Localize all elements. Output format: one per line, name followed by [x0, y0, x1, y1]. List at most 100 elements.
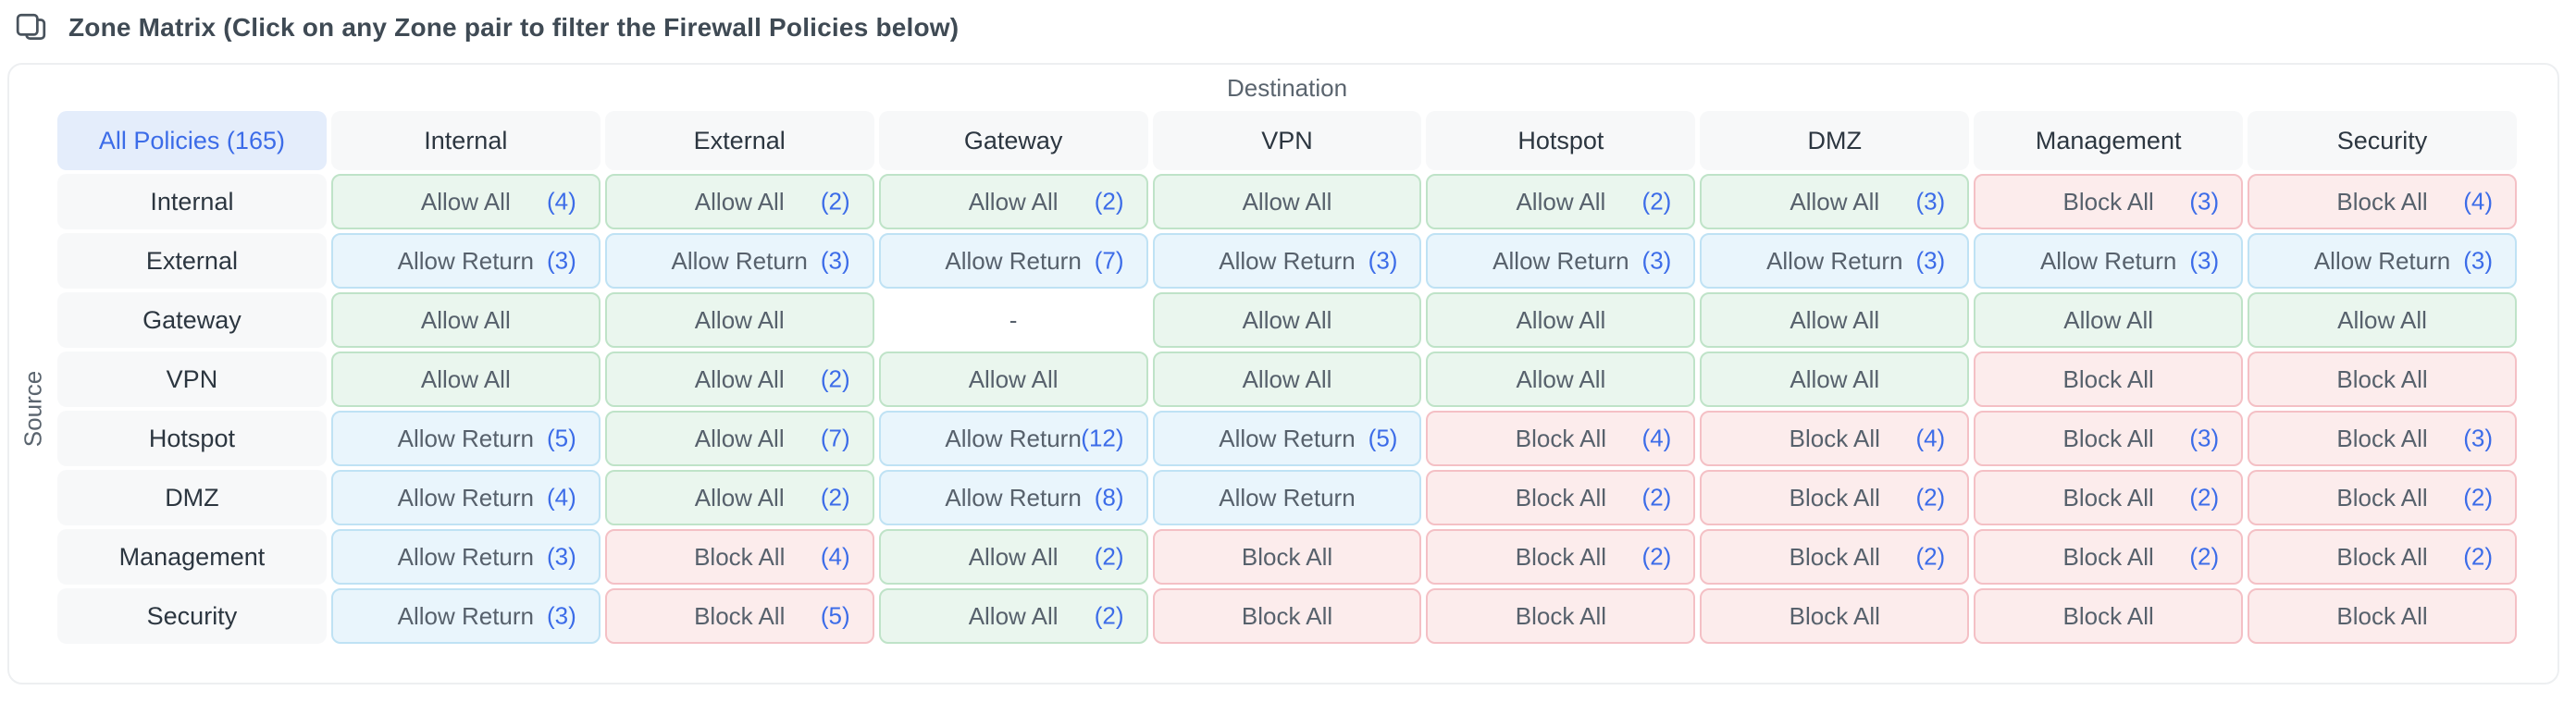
- zone-pair-dmz-dmz[interactable]: Block All(2): [1700, 470, 1970, 525]
- policy-count: (3): [820, 246, 850, 275]
- zone-pair-external-internal[interactable]: Allow Return(3): [330, 233, 601, 289]
- zone-pair-security-security[interactable]: Block All: [2248, 588, 2517, 644]
- zone-pair-dmz-security[interactable]: Block All(2): [2248, 470, 2517, 525]
- policy-count: (3): [2189, 187, 2220, 216]
- zone-pair-external-gateway[interactable]: Allow Return(7): [878, 233, 1148, 289]
- zone-pair-internal-vpn[interactable]: Allow All: [1152, 174, 1422, 229]
- policy-count: (3): [1641, 246, 1672, 275]
- cell-label: Allow All: [1242, 187, 1332, 216]
- policy-count: (4): [1915, 424, 1946, 452]
- zone-pair-vpn-dmz[interactable]: Allow All: [1700, 352, 1970, 407]
- cell-label: Block All: [1789, 542, 1880, 571]
- column-header-external: External: [604, 111, 874, 170]
- policy-count: (2): [2463, 542, 2493, 571]
- zone-pair-gateway-management[interactable]: Allow All: [1974, 292, 2244, 348]
- zone-pair-dmz-hotspot[interactable]: Block All(2): [1426, 470, 1696, 525]
- zone-pair-management-internal[interactable]: Allow Return(3): [330, 529, 601, 585]
- cell-label: Allow Return: [1219, 246, 1356, 275]
- zone-pair-dmz-external[interactable]: Allow All (2): [604, 470, 874, 525]
- zone-pair-external-management[interactable]: Allow Return(3): [1974, 233, 2244, 289]
- zone-pair-management-security[interactable]: Block All (2): [2248, 529, 2517, 585]
- zone-pair-external-hotspot[interactable]: Allow Return(3): [1426, 233, 1696, 289]
- zone-pair-internal-external[interactable]: Allow All(2): [604, 174, 874, 229]
- zone-pair-internal-security[interactable]: Block All(4): [2248, 174, 2517, 229]
- policy-count: (2): [1094, 601, 1124, 630]
- zone-pair-dmz-internal[interactable]: Allow Return(4): [330, 470, 601, 525]
- zone-pair-external-vpn[interactable]: Allow Return (3): [1152, 233, 1422, 289]
- zone-pair-hotspot-management[interactable]: Block All(3): [1974, 411, 2244, 466]
- row-header-dmz: DMZ: [57, 470, 327, 525]
- cell-label: Allow All: [2063, 305, 2154, 334]
- zone-pair-security-external[interactable]: Block All(5): [604, 588, 874, 644]
- zone-pair-gateway-vpn[interactable]: Allow All: [1152, 292, 1422, 348]
- zone-pair-internal-dmz[interactable]: Allow All(3): [1700, 174, 1970, 229]
- zone-pair-vpn-security[interactable]: Block All: [2248, 352, 2517, 407]
- zone-pair-external-security[interactable]: Allow Return(3): [2248, 233, 2517, 289]
- policy-count: (3): [546, 601, 576, 630]
- zone-pair-vpn-hotspot[interactable]: Allow All: [1426, 352, 1696, 407]
- zone-pair-gateway-dmz[interactable]: Allow All: [1700, 292, 1970, 348]
- zone-pair-management-gateway[interactable]: Allow All(2): [878, 529, 1148, 585]
- cell-label: Block All: [2336, 542, 2428, 571]
- zone-pair-dmz-gateway[interactable]: Allow Return(8): [878, 470, 1148, 525]
- cell-label: Allow All: [1790, 305, 1880, 334]
- cell-label: Allow Return: [397, 601, 535, 630]
- zone-pair-internal-gateway[interactable]: Allow All(2): [878, 174, 1148, 229]
- zone-pair-internal-hotspot[interactable]: Allow All(2): [1426, 174, 1696, 229]
- zone-pair-gateway-hotspot[interactable]: Allow All: [1426, 292, 1696, 348]
- zone-pair-external-external[interactable]: Allow Return (3): [604, 233, 874, 289]
- row-header-internal: Internal: [57, 174, 327, 229]
- cell-label: Allow All: [1516, 187, 1606, 216]
- policy-count: (3): [1368, 246, 1398, 275]
- zone-pair-internal-management[interactable]: Block All(3): [1974, 174, 2244, 229]
- zone-pair-management-vpn[interactable]: Block All: [1152, 529, 1422, 585]
- zone-pair-management-hotspot[interactable]: Block All(2): [1426, 529, 1696, 585]
- zone-pair-hotspot-vpn[interactable]: Allow Return(5): [1152, 411, 1422, 466]
- zone-pair-hotspot-internal[interactable]: Allow Return(5): [330, 411, 601, 466]
- cell-label: Allow Return: [2313, 246, 2451, 275]
- cell-label: Block All: [1789, 424, 1880, 452]
- zone-pair-vpn-management[interactable]: Block All: [1974, 352, 2244, 407]
- policy-count: (2): [820, 483, 850, 512]
- cell-label: Block All: [2062, 364, 2154, 393]
- zone-pair-hotspot-gateway[interactable]: Allow Return(12): [878, 411, 1148, 466]
- zone-pair-dmz-vpn[interactable]: Allow Return: [1152, 470, 1422, 525]
- zone-pair-management-external[interactable]: Block All(4): [604, 529, 874, 585]
- zone-pair-hotspot-security[interactable]: Block All(3): [2248, 411, 2517, 466]
- cell-label: Allow All: [694, 483, 785, 512]
- zone-pair-gateway-security[interactable]: Allow All: [2248, 292, 2517, 348]
- zone-pair-security-internal[interactable]: Allow Return (3): [330, 588, 601, 644]
- zone-pair-vpn-gateway[interactable]: Allow All: [878, 352, 1148, 407]
- zone-pair-external-dmz[interactable]: Allow Return(3): [1700, 233, 1970, 289]
- zone-pair-vpn-vpn[interactable]: Allow All: [1152, 352, 1422, 407]
- zone-pair-hotspot-external[interactable]: Allow All(7): [604, 411, 874, 466]
- zone-pair-gateway-internal[interactable]: Allow All: [330, 292, 601, 348]
- zone-pair-security-gateway[interactable]: Allow All(2): [878, 588, 1148, 644]
- cell-label: VPN: [1261, 126, 1313, 154]
- zone-pair-management-dmz[interactable]: Block All(2): [1700, 529, 1970, 585]
- zone-pair-security-vpn[interactable]: Block All: [1152, 588, 1422, 644]
- zone-pair-security-management[interactable]: Block All: [1974, 588, 2244, 644]
- zone-pair-hotspot-dmz[interactable]: Block All (4): [1700, 411, 1970, 466]
- cell-label: Allow Return: [1766, 246, 1903, 275]
- all-policies-button[interactable]: All Policies (165): [57, 111, 327, 170]
- zone-pair-gateway-external[interactable]: Allow All: [604, 292, 874, 348]
- zone-pair-management-management[interactable]: Block All(2): [1974, 529, 2244, 585]
- zone-pair-security-dmz[interactable]: Block All: [1700, 588, 1970, 644]
- cell-label: Allow All: [1516, 364, 1606, 393]
- zone-pair-dmz-management[interactable]: Block All(2): [1974, 470, 2244, 525]
- zone-pair-security-hotspot[interactable]: Block All: [1426, 588, 1696, 644]
- zone-pair-vpn-internal[interactable]: Allow All: [330, 352, 601, 407]
- cell-label: External: [145, 246, 238, 275]
- policy-count: (7): [1094, 246, 1124, 275]
- cell-label: VPN: [166, 364, 218, 393]
- cell-label: Allow All: [968, 364, 1059, 393]
- cell-label: Allow Return: [671, 246, 808, 275]
- cell-label: Block All: [2062, 483, 2154, 512]
- policy-count: (3): [2189, 246, 2220, 275]
- zone-pair-internal-internal[interactable]: Allow All(4): [330, 174, 601, 229]
- zone-pair-hotspot-hotspot[interactable]: Block All(4): [1426, 411, 1696, 466]
- policy-count: (2): [820, 364, 850, 393]
- zone-pair-vpn-external[interactable]: Allow All(2): [604, 352, 874, 407]
- policy-count: (3): [546, 246, 576, 275]
